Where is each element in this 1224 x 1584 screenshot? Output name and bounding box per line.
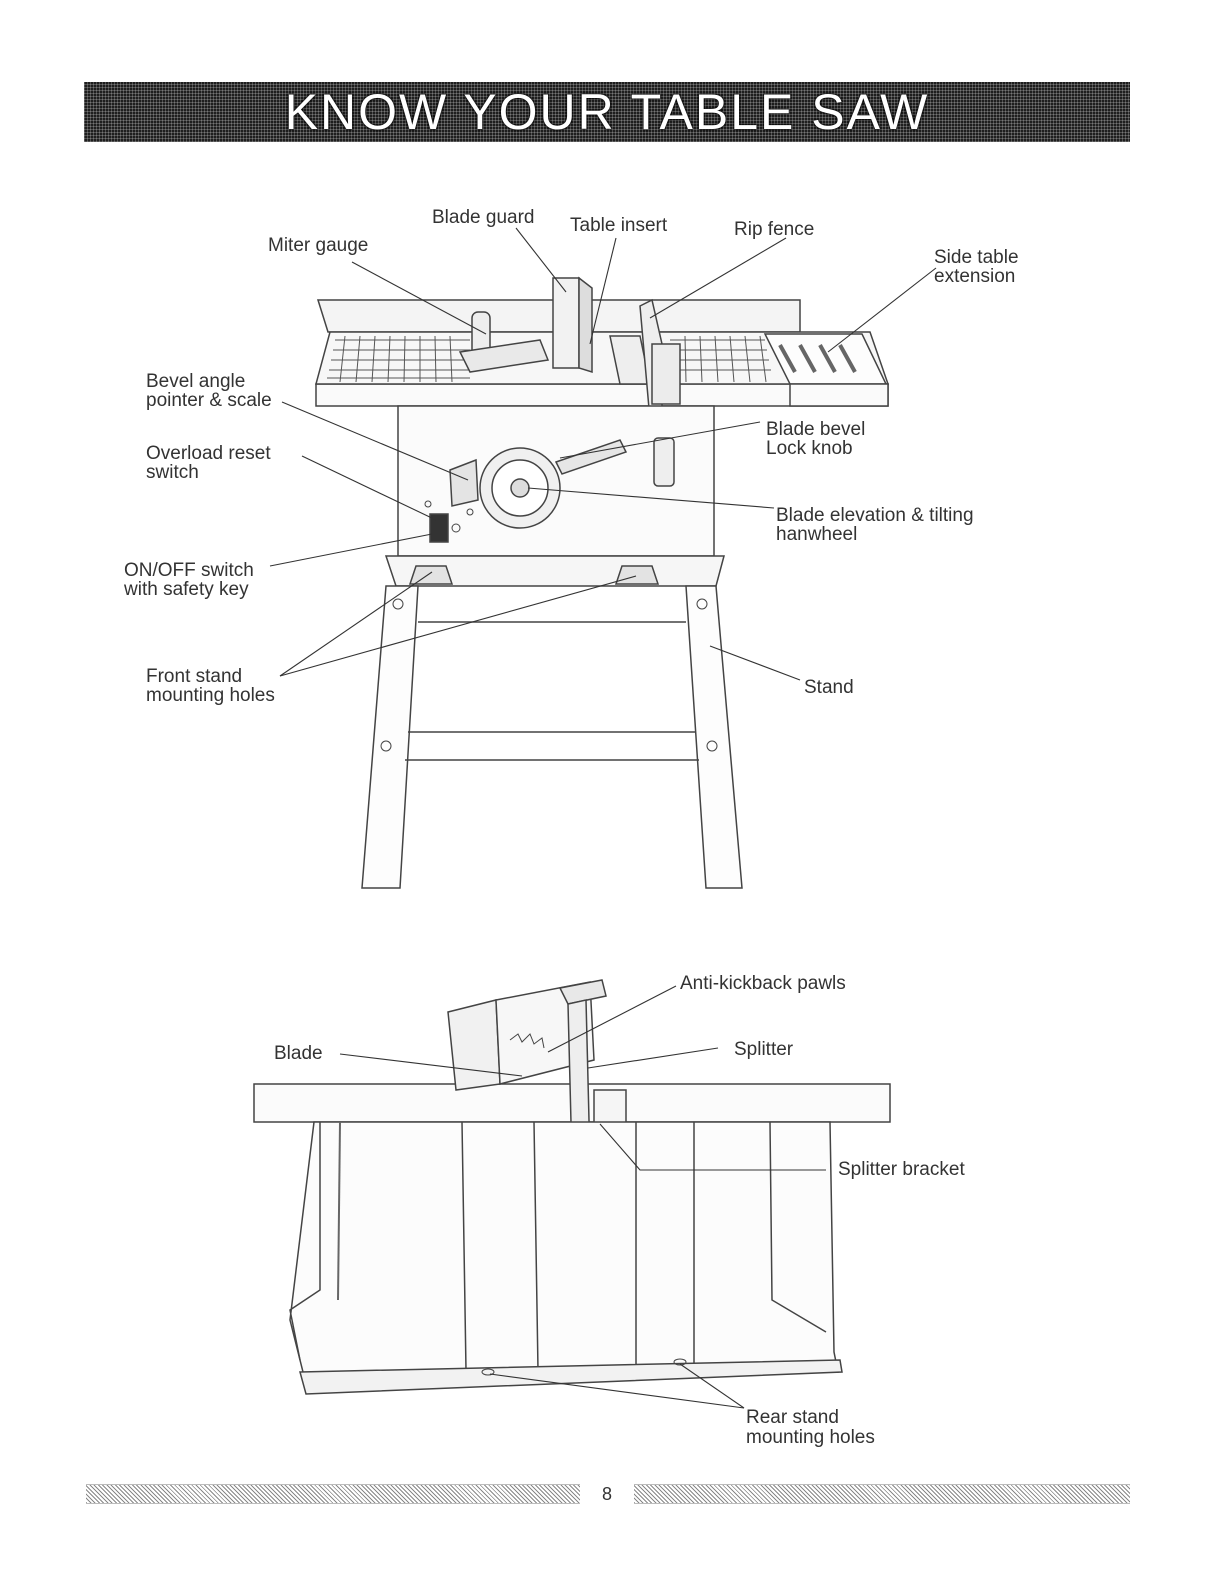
label-splitter: Splitter [734, 1039, 794, 1060]
label-blade-bevel-2: Lock knob [766, 438, 853, 459]
saw-rear-view [253, 979, 891, 1409]
label-bevel-angle-2: pointer & scale [146, 390, 272, 411]
label-blade-elevation-1: Blade elevation & tilting [776, 505, 974, 526]
section-banner: KNOW YOUR TABLE SAW [84, 82, 1130, 142]
label-overload-reset-2: switch [146, 462, 199, 483]
label-overload-reset-1: Overload reset [146, 443, 271, 464]
label-blade-guard: Blade guard [432, 207, 535, 228]
label-side-table-2: extension [934, 266, 1016, 287]
label-front-stand-2: mounting holes [146, 685, 275, 706]
label-rear-stand-2: mounting holes [746, 1427, 875, 1448]
footer-bar-right [634, 1484, 1130, 1504]
label-rear-stand-1: Rear stand [746, 1407, 839, 1428]
label-side-table-1: Side table [934, 247, 1019, 268]
label-blade: Blade [274, 1043, 323, 1064]
label-miter-gauge: Miter gauge [268, 235, 369, 256]
label-splitter-bracket: Splitter bracket [838, 1159, 965, 1180]
page-number: 8 [601, 1484, 612, 1504]
label-anti-kickback: Anti-kickback pawls [680, 973, 846, 994]
label-onoff-2: with safety key [124, 579, 249, 600]
label-rip-fence: Rip fence [734, 219, 815, 240]
label-stand: Stand [804, 677, 854, 698]
footer-bar-left [86, 1484, 580, 1504]
label-blade-elevation-2: hanwheel [776, 524, 858, 545]
label-front-stand-1: Front stand [146, 666, 243, 687]
label-onoff-1: ON/OFF switch [124, 560, 254, 581]
label-table-insert: Table insert [570, 215, 668, 236]
label-blade-bevel-1: Blade bevel [766, 419, 866, 440]
label-bevel-angle-1: Bevel angle [146, 371, 246, 392]
saw-top-view [269, 227, 937, 889]
page-title: KNOW YOUR TABLE SAW [284, 84, 930, 140]
